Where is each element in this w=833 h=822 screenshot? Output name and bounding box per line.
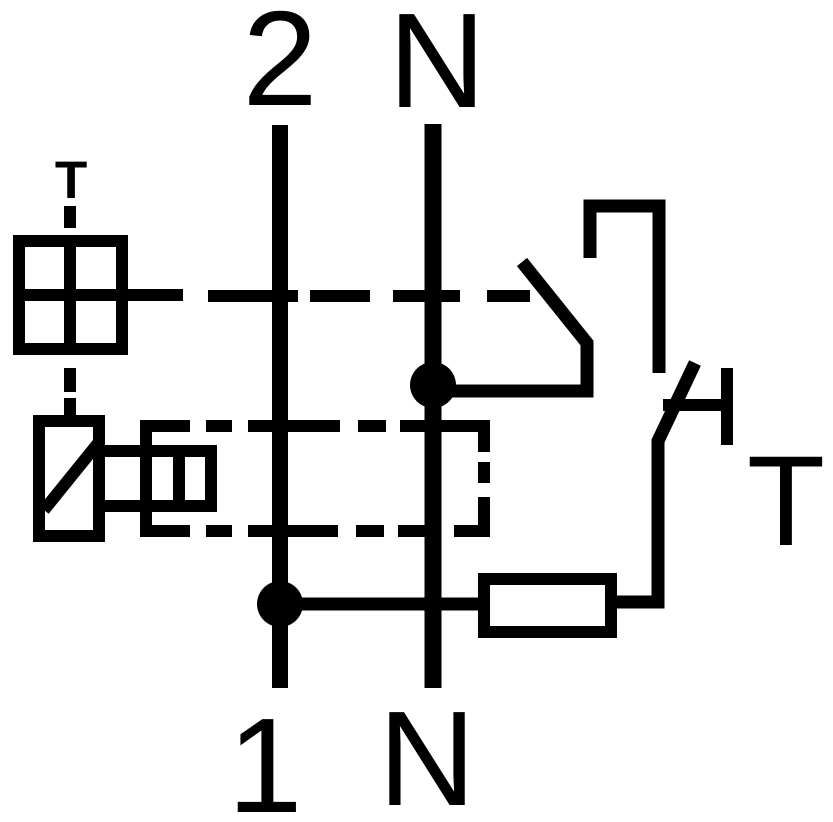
terminal-label-n-top: N bbox=[388, 0, 486, 136]
test-terminal-label: T bbox=[747, 430, 825, 573]
secondary-winding-box bbox=[173, 445, 217, 512]
main-switch-contact bbox=[433, 199, 666, 398]
test-contact-arm bbox=[617, 360, 701, 609]
test-contact: T bbox=[617, 360, 825, 609]
differential-transformer bbox=[99, 420, 490, 537]
terminal-label-n-bottom: N bbox=[378, 683, 476, 822]
test-button-label: T bbox=[55, 151, 87, 210]
contact-arm-and-feed bbox=[433, 257, 594, 398]
trip-coil-box bbox=[33, 415, 105, 542]
resistor-body bbox=[478, 573, 617, 638]
test-resistor bbox=[280, 573, 617, 638]
test-button: T bbox=[13, 151, 183, 418]
winding-bracket bbox=[140, 420, 190, 537]
terminal-label-1: 1 bbox=[227, 690, 302, 822]
latch-hook bbox=[583, 199, 666, 373]
terminal-label-2: 2 bbox=[242, 0, 317, 134]
trip-coil-diagonal bbox=[39, 438, 104, 514]
trip-coil bbox=[33, 415, 105, 542]
